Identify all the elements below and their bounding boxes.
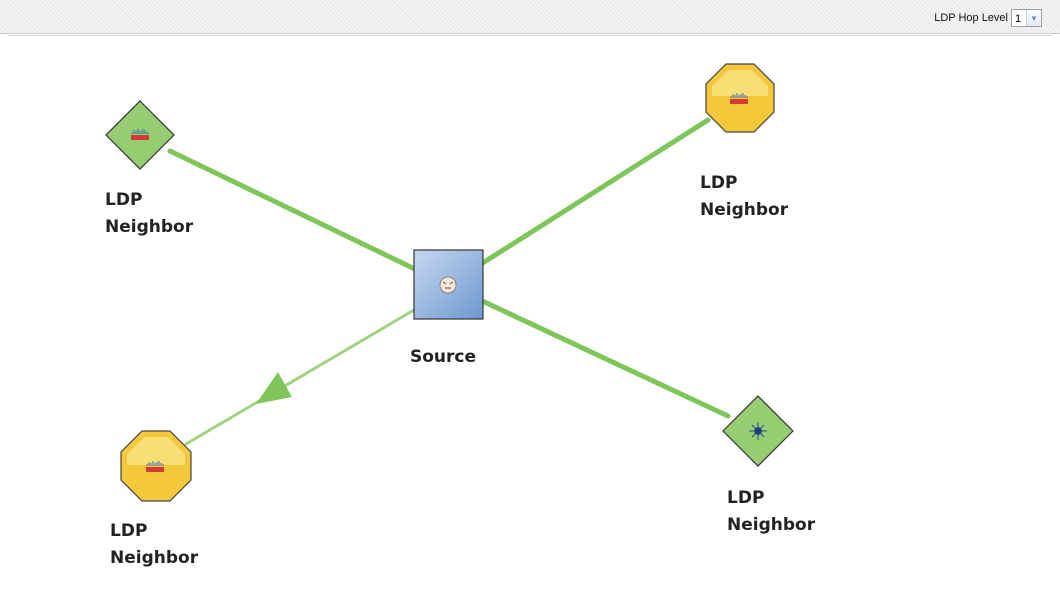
neighbor-bottom-right[interactable]: LDP Neighbor (722, 395, 816, 535)
links (167, 117, 731, 446)
source-label: Source (410, 347, 476, 367)
link-source-neighbor-top-left[interactable] (167, 148, 451, 288)
cisco-logo-icon (131, 129, 149, 140)
hop-level-label: LDP Hop Level (934, 12, 1008, 24)
source-node[interactable]: Source (410, 249, 484, 367)
neighbor-label-line2: Neighbor (110, 548, 199, 568)
neighbor-label-line1: LDP (727, 488, 764, 508)
hop-level-value: 1 (1015, 13, 1022, 25)
neighbor-label-line2: Neighbor (727, 515, 816, 535)
hop-level-select[interactable]: 1 ▼ (1011, 9, 1042, 27)
neighbor-top-right[interactable]: LDP Neighbor (700, 63, 789, 220)
starburst-icon (749, 422, 767, 440)
link-source-neighbor-top-right[interactable] (445, 117, 711, 288)
source-device-icon (439, 276, 457, 294)
link-direction-arrow (256, 372, 292, 404)
neighbor-label-line2: Neighbor (105, 217, 194, 237)
link-source-neighbor-bottom-left[interactable] (184, 308, 416, 446)
hop-level-control: LDP Hop Level 1 ▼ (934, 8, 1042, 28)
octagon-highlight (712, 70, 768, 96)
neighbor-label-line1: LDP (110, 521, 147, 541)
cisco-logo-icon (146, 461, 164, 472)
toolbar-divider (8, 35, 1052, 36)
cisco-logo-icon (730, 93, 748, 104)
neighbor-bottom-left[interactable]: LDP Neighbor (110, 430, 199, 568)
neighbor-label-line1: LDP (105, 190, 142, 210)
neighbor-label-line1: LDP (700, 173, 737, 193)
neighbor-label-line2: Neighbor (700, 200, 789, 220)
chevron-down-icon[interactable]: ▼ (1026, 10, 1041, 26)
neighbor-top-left[interactable]: LDP Neighbor (105, 100, 194, 237)
octagon-highlight (127, 437, 185, 465)
toolbar: LDP Hop Level 1 ▼ (0, 0, 1060, 34)
link-source-neighbor-bottom-right[interactable] (445, 282, 731, 419)
